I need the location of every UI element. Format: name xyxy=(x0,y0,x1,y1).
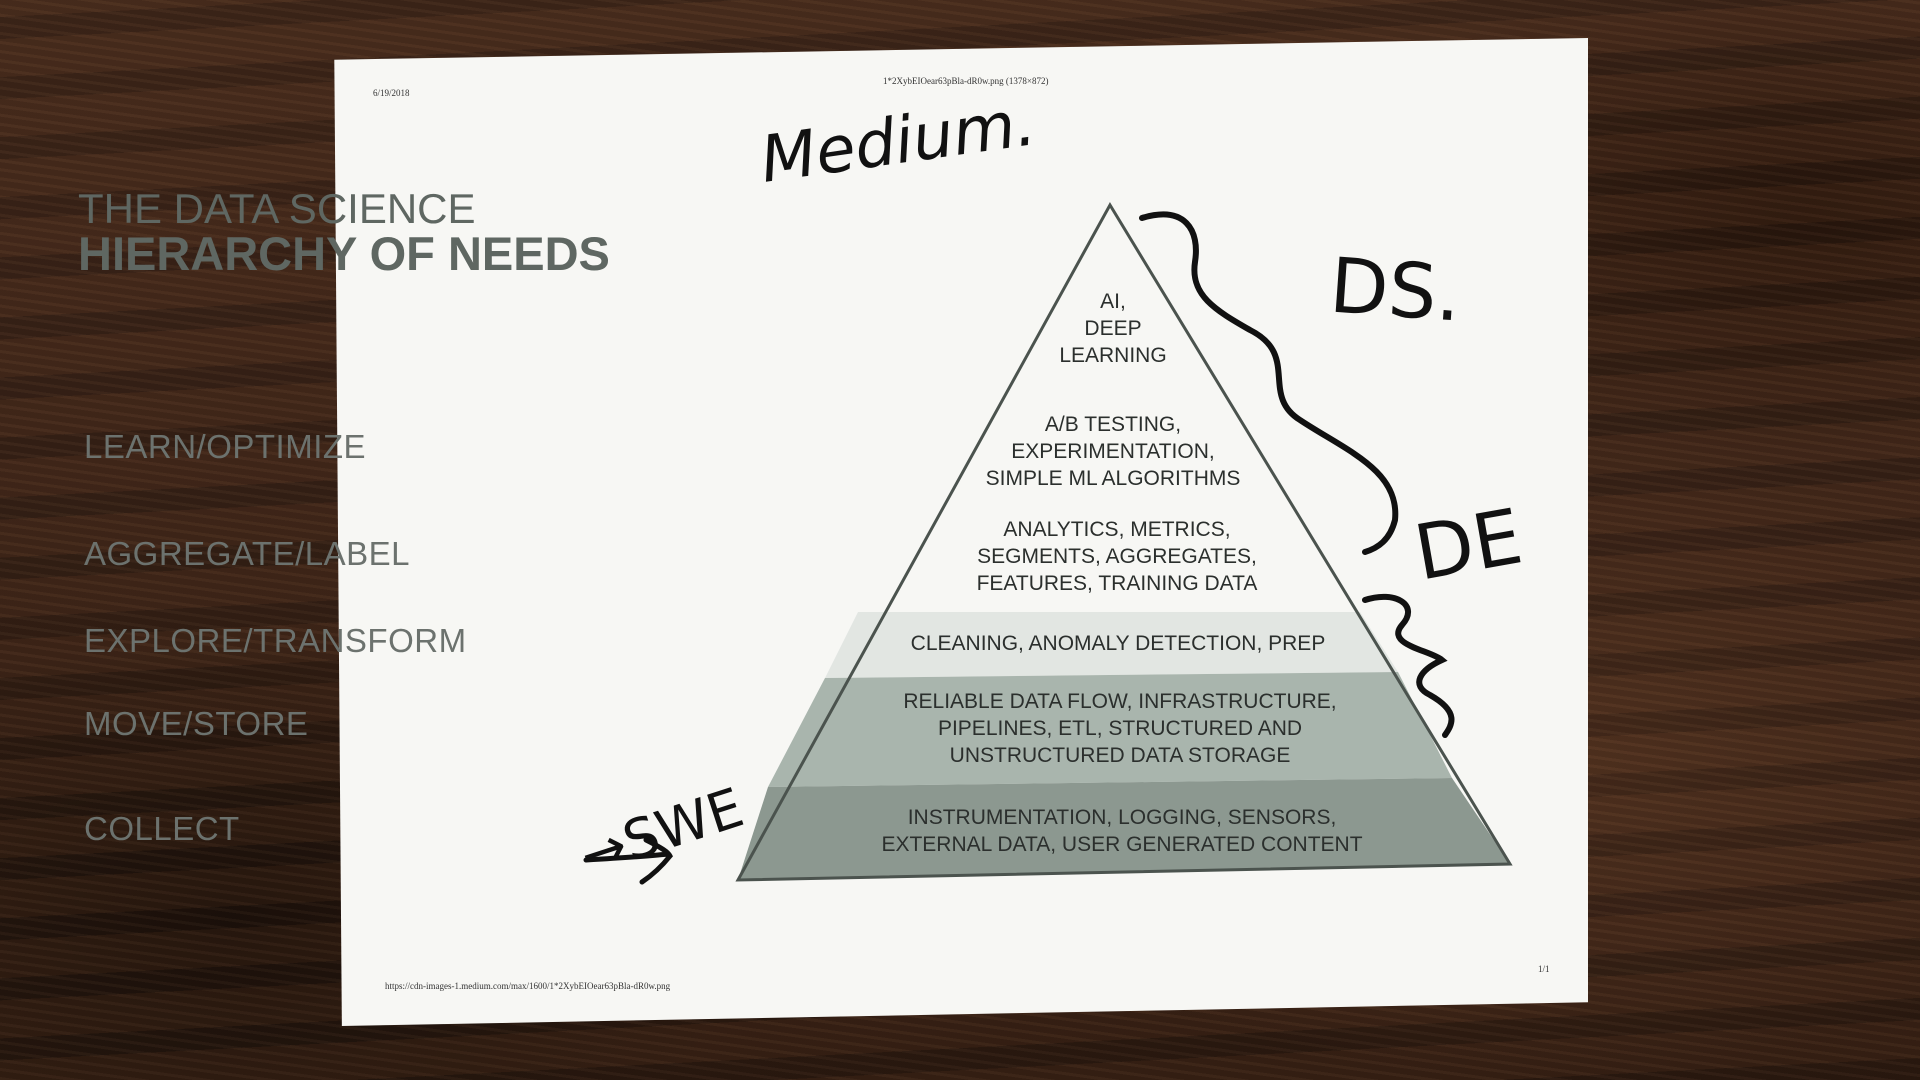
pyramid-tier-collect: INSTRUMENTATION, LOGGING, SENSORS, EXTER… xyxy=(881,804,1362,858)
tier-line: FEATURES, TRAINING DATA xyxy=(976,572,1258,595)
swe-arrow-mark xyxy=(583,837,673,885)
tier-line: RELIABLE DATA FLOW, INFRASTRUCTURE, xyxy=(903,690,1337,713)
title-line-2: HIERARCHY OF NEEDS xyxy=(78,227,610,280)
tier-line: UNSTRUCTURED DATA STORAGE xyxy=(949,744,1291,767)
pyramid-band-upper xyxy=(858,205,1360,612)
level-label-collect: COLLECT xyxy=(84,810,240,847)
pyramid-band-cleaning xyxy=(825,612,1398,678)
level-label-aggregate-label: AGGREGATE/LABEL xyxy=(84,535,410,572)
print-footer-page-number: 1/1 xyxy=(1538,964,1550,974)
ds-brace-mark xyxy=(1139,211,1399,555)
pyramid-tier-analytics: ANALYTICS, METRICS, SEGMENTS, AGGREGATES… xyxy=(977,516,1258,597)
tier-line: ANALYTICS, METRICS, xyxy=(1003,518,1231,541)
tier-line: DEEP xyxy=(1084,317,1142,340)
tier-line: PIPELINES, ETL, STRUCTURED AND xyxy=(937,717,1303,740)
title-line-1: THE DATA SCIENCE xyxy=(78,185,476,232)
tier-line: AI, xyxy=(1100,290,1126,313)
print-header-filename: 1*2XybEIOear63pBla-dR0w.png (1378×872) xyxy=(883,76,1049,86)
tier-line: EXPERIMENTATION, xyxy=(1011,440,1215,463)
pyramid-band-storage xyxy=(768,672,1452,787)
tier-line: LEARNING xyxy=(1059,344,1167,367)
tier-line: SEGMENTS, AGGREGATES, xyxy=(977,545,1257,568)
pyramid-tier-ai: AI, DEEP LEARNING xyxy=(1059,288,1166,369)
print-footer-url: https://cdn-images-1.medium.com/max/1600… xyxy=(385,981,671,991)
tier-line: EXTERNAL DATA, USER GENERATED CONTENT xyxy=(881,833,1363,856)
tier-line: A/B TESTING, xyxy=(1044,413,1182,436)
handwritten-ds-label: DS. xyxy=(1327,240,1464,339)
level-label-learn-optimize: LEARN/OPTIMIZE xyxy=(84,428,367,465)
print-header-date: 6/19/2018 xyxy=(373,88,410,98)
pyramid-outline xyxy=(735,202,1513,882)
de-brace-mark xyxy=(1362,593,1455,738)
handwritten-de-label: DE xyxy=(1408,491,1529,598)
tier-line: CLEANING, ANOMALY DETECTION, PREP xyxy=(910,632,1326,655)
tier-line: SIMPLE ML ALGORITHMS xyxy=(985,467,1241,490)
pyramid-tier-cleaning: CLEANING, ANOMALY DETECTION, PREP xyxy=(911,630,1326,657)
level-label-move-store: MOVE/STORE xyxy=(84,705,309,742)
tier-line: INSTRUMENTATION, LOGGING, SENSORS, xyxy=(907,806,1337,829)
pyramid-band-collect xyxy=(738,778,1510,880)
pyramid-tier-storage: RELIABLE DATA FLOW, INFRASTRUCTURE, PIPE… xyxy=(903,688,1336,769)
pyramid-tier-experimentation: A/B TESTING, EXPERIMENTATION, SIMPLE ML … xyxy=(986,411,1241,492)
level-label-explore-transform: EXPLORE/TRANSFORM xyxy=(84,622,467,659)
